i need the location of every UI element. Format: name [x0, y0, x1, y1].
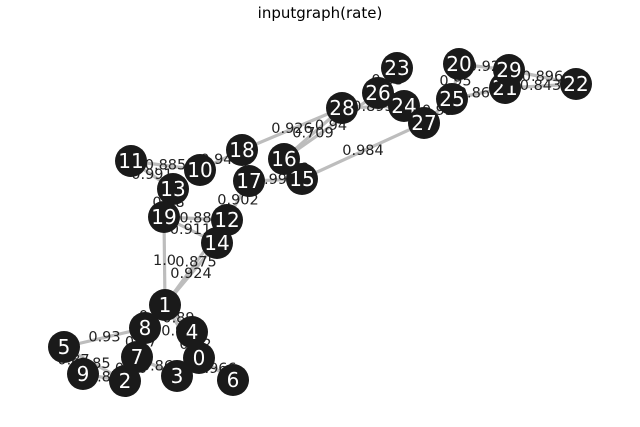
edge-weight-label: 0.88	[179, 211, 211, 227]
node-circle	[161, 360, 193, 392]
node-label: 5	[58, 335, 71, 359]
node-circle	[408, 107, 440, 139]
node-29: 29	[493, 54, 525, 86]
edge-weight-label: 0.984	[342, 143, 384, 159]
edge-weight-label: 0.926	[271, 121, 313, 137]
node-circle	[326, 92, 358, 124]
node-label: 28	[329, 96, 354, 120]
edge-18-28	[240, 106, 344, 152]
node-label: 9	[77, 362, 90, 386]
node-label: 0	[193, 346, 206, 370]
node-14: 14	[201, 227, 233, 259]
node-22: 22	[560, 68, 592, 100]
node-19: 19	[148, 201, 180, 233]
node-4: 4	[176, 316, 208, 348]
node-8: 8	[129, 312, 161, 344]
node-26: 26	[362, 77, 394, 109]
node-label: 1	[159, 293, 172, 317]
node-7: 7	[121, 341, 153, 373]
node-label: 3	[171, 364, 184, 388]
node-label: 13	[160, 177, 185, 201]
node-circle	[268, 143, 300, 175]
node-circle	[109, 365, 141, 397]
node-label: 11	[118, 149, 143, 173]
node-5: 5	[48, 331, 80, 363]
node-circle	[443, 48, 475, 80]
node-label: 27	[411, 111, 436, 135]
node-circle	[129, 312, 161, 344]
edge-weight-label: 0.875	[175, 255, 217, 271]
node-circle	[48, 331, 80, 363]
node-circle	[184, 154, 216, 186]
node-2: 2	[109, 365, 141, 397]
node-label: 22	[563, 72, 588, 96]
node-circle	[157, 173, 189, 205]
node-10: 10	[184, 154, 216, 186]
node-label: 26	[365, 81, 390, 105]
edge-weight-label: 0.924	[170, 266, 212, 282]
node-circle	[436, 83, 468, 115]
figure-title: inputgraph(rate)	[258, 4, 383, 22]
node-label: 19	[151, 205, 176, 229]
node-label: 6	[227, 368, 240, 392]
edge-weight-label: 0.896	[522, 69, 564, 85]
node-circle	[226, 134, 258, 166]
node-label: 10	[187, 158, 212, 182]
node-circle	[233, 165, 265, 197]
node-17: 17	[233, 165, 265, 197]
node-1: 1	[149, 289, 181, 321]
edge-weight-label: 0.709	[292, 126, 334, 142]
node-label: 17	[236, 169, 261, 193]
node-label: 16	[271, 147, 296, 171]
node-9: 9	[67, 358, 99, 390]
node-circle	[493, 54, 525, 86]
node-circle	[176, 316, 208, 348]
node-11: 11	[115, 145, 147, 177]
node-23: 23	[381, 52, 413, 84]
node-circle	[121, 341, 153, 373]
edge-weight-label: 0.998	[255, 172, 297, 188]
node-circle	[381, 52, 413, 84]
node-label: 20	[446, 52, 471, 76]
edge-weight-label: 0.864	[458, 86, 500, 102]
node-circle	[149, 289, 181, 321]
node-label: 14	[204, 231, 229, 255]
node-circle	[217, 364, 249, 396]
node-16: 16	[268, 143, 300, 175]
edge-weight-label: 0.911	[170, 222, 212, 238]
edge-weight-label: 1.0	[153, 253, 176, 269]
node-28: 28	[326, 92, 358, 124]
node-label: 25	[439, 87, 464, 111]
node-18: 18	[226, 134, 258, 166]
node-0: 0	[183, 342, 215, 374]
edge-weight-label: 0.93	[88, 330, 120, 346]
node-circle	[201, 227, 233, 259]
node-label: 29	[496, 58, 521, 82]
node-circle	[115, 145, 147, 177]
node-20: 20	[443, 48, 475, 80]
node-circle	[148, 201, 180, 233]
node-circle	[67, 358, 99, 390]
node-label: 7	[131, 345, 144, 369]
node-3: 3	[161, 360, 193, 392]
node-circle	[362, 77, 394, 109]
node-label: 4	[186, 320, 199, 344]
edge-16-26	[282, 91, 380, 161]
node-label: 18	[229, 138, 254, 162]
node-circle	[560, 68, 592, 100]
node-6: 6	[217, 364, 249, 396]
edge-weight-label: 0.92	[468, 59, 500, 75]
edge-weight-label: 0.885	[145, 158, 187, 174]
node-13: 13	[157, 173, 189, 205]
edge-15-27	[300, 121, 426, 181]
node-label: 8	[139, 316, 152, 340]
node-25: 25	[436, 83, 468, 115]
node-27: 27	[408, 107, 440, 139]
node-label: 23	[384, 56, 409, 80]
node-label: 2	[119, 369, 132, 393]
edge-weight-label: 0.843	[520, 78, 562, 94]
node-circle	[183, 342, 215, 374]
